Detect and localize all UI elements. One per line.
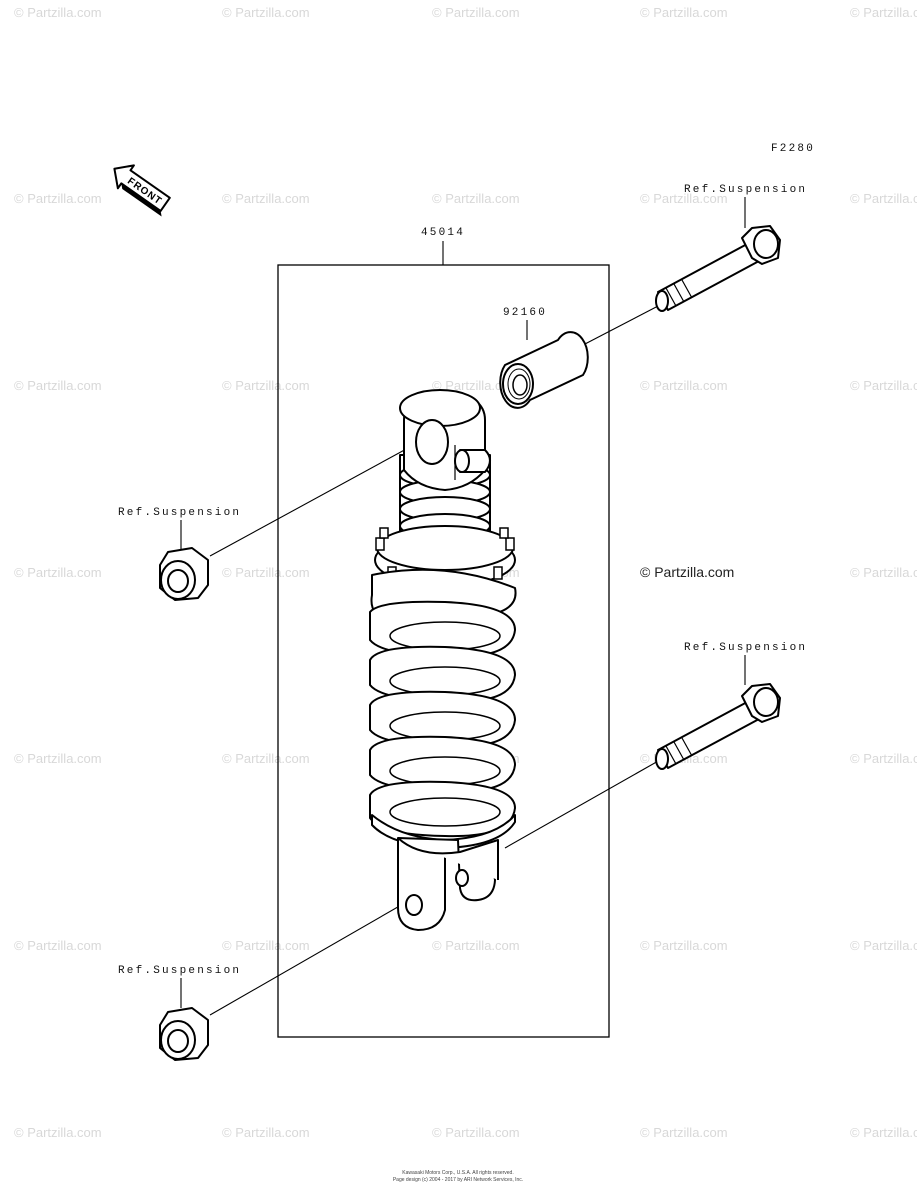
watermark: © Partzilla.com [222,751,310,766]
ref-label-lower-nut: Ref.Suspension [118,965,241,977]
watermark: © Partzilla.com [222,191,310,206]
ref-label-upper-nut: Ref.Suspension [118,507,241,519]
axis-line [504,759,661,849]
axis-line [209,434,433,557]
copyright-line: Page design (c) 2004 - 2017 by ARI Netwo… [393,1177,523,1183]
watermark: © Partzilla.com [14,378,102,393]
watermark: © Partzilla.com [850,938,917,953]
watermark: © Partzilla.com [640,1125,728,1140]
watermark: © Partzilla.com [640,5,728,20]
axis-line [209,899,411,1016]
lower-nut [159,1007,209,1061]
lower-bolt [655,683,781,770]
assembly-bracket [277,264,610,1038]
watermark: © Partzilla.com [222,378,310,393]
watermark: © Partzilla.com [850,191,917,206]
callout-bushing: 92160 [503,307,547,319]
bushing [499,331,589,409]
callout-assembly: 45014 [421,227,465,239]
watermark: © Partzilla.com [222,5,310,20]
upper-bolt [655,225,781,312]
watermark: © Partzilla.com [640,938,728,953]
upper-nut [159,547,209,601]
watermark: © Partzilla.com [14,938,102,953]
ref-label-top-bolt: Ref.Suspension [684,184,807,196]
watermark: © Partzilla.com [222,565,310,580]
figure-code: F2280 [771,143,815,155]
watermark: © Partzilla.com [432,191,520,206]
watermark: © Partzilla.com [222,1125,310,1140]
watermark-main: © Partzilla.com [640,564,734,580]
watermark: © Partzilla.com [432,938,520,953]
watermark: © Partzilla.com [850,5,917,20]
ref-label-lower-bolt: Ref.Suspension [684,642,807,654]
watermark: © Partzilla.com [850,1125,917,1140]
watermark: © Partzilla.com [640,378,728,393]
watermark: © Partzilla.com [222,938,310,953]
watermark: © Partzilla.com [14,751,102,766]
watermark: © Partzilla.com [850,565,917,580]
watermark: © Partzilla.com [432,5,520,20]
copyright-line: Kawasaki Motors Corp., U.S.A. All rights… [402,1170,513,1176]
watermark: © Partzilla.com [14,191,102,206]
watermark: © Partzilla.com [850,751,917,766]
watermark: © Partzilla.com [640,191,728,206]
front-arrow-icon: FRONT [113,164,171,217]
axis-line [584,304,661,345]
watermark: © Partzilla.com [14,565,102,580]
watermark: © Partzilla.com [432,1125,520,1140]
spring [369,568,517,849]
shock-absorber [369,389,517,931]
watermark: © Partzilla.com [14,5,102,20]
watermark: © Partzilla.com [432,378,520,393]
watermark: © Partzilla.com [850,378,917,393]
watermark: © Partzilla.com [14,1125,102,1140]
